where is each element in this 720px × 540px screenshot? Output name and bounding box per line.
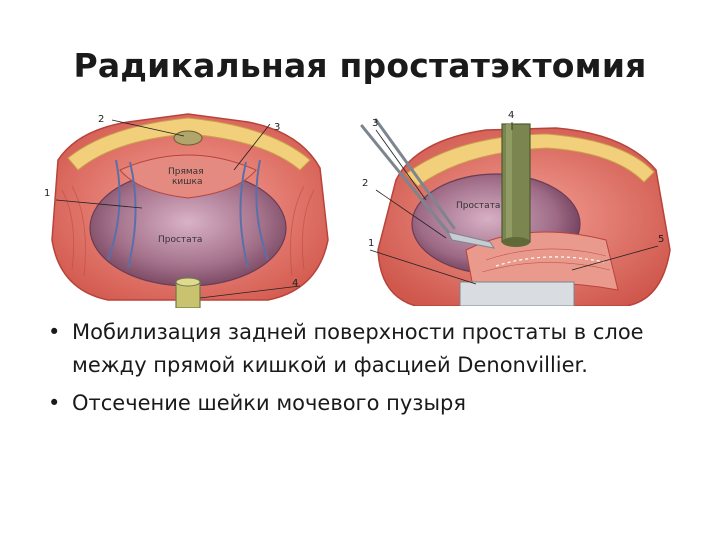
rectum [119, 154, 257, 199]
label-1: 1 [368, 238, 374, 249]
bullet-item: • Мобилизация задней поверхности простат… [48, 316, 688, 382]
fat-layer [405, 133, 655, 187]
bullet-list: • Мобилизация задней поверхности простат… [48, 316, 688, 425]
organ-label-rectum: Прямая [168, 167, 204, 177]
label-5: 5 [658, 234, 664, 245]
organ-label-prostate: Простата [456, 201, 500, 211]
retractor-blade [459, 281, 575, 306]
organ-label-prostate: Простата [158, 235, 202, 245]
label-3: 3 [274, 122, 280, 133]
organ-label-rectum-2: кишка [172, 177, 202, 187]
label-4: 4 [508, 110, 514, 121]
label-4: 4 [292, 278, 298, 289]
label-1: 1 [44, 188, 50, 199]
label-2: 2 [362, 178, 368, 189]
illustration-bladder-neck-transection: 1 2 3 4 5 Простата [356, 100, 674, 306]
bullet-marker: • [48, 320, 61, 344]
scissors [360, 118, 456, 234]
bullet-item: • Отсечение шейки мочевого пузыря [48, 387, 688, 420]
illustration-posterior-mobilization: 1 2 3 4 Прямая кишка Простата [38, 100, 338, 308]
label-2: 2 [98, 114, 104, 125]
bullet-marker: • [48, 391, 61, 415]
slide-title: Радикальная простатэктомия [73, 46, 647, 85]
bullet-text: Отсечение шейки мочевого пузыря [72, 391, 466, 415]
label-3: 3 [372, 118, 378, 129]
bullet-text: Мобилизация задней поверхности простаты … [72, 320, 644, 377]
fat-layer [67, 117, 311, 171]
